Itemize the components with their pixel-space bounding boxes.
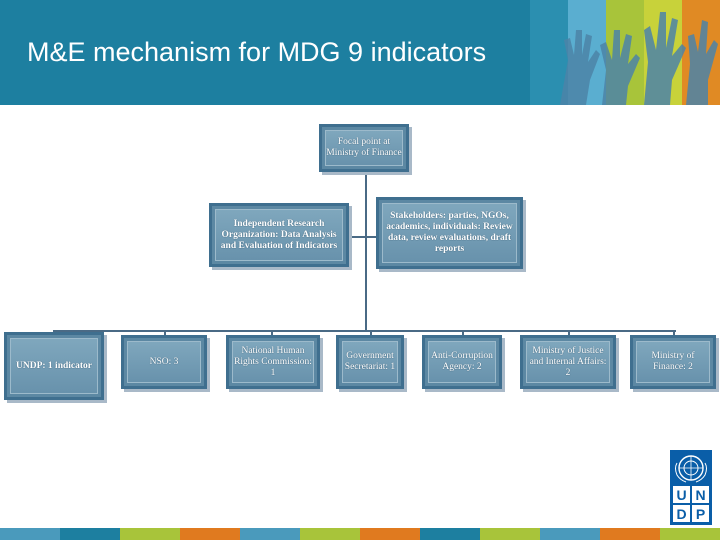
- connector-drop-6: [568, 330, 570, 335]
- node-nso: NSO: 3: [121, 335, 207, 389]
- raised-hands-image: [560, 12, 718, 105]
- node-label: Focal point at Ministry of Finance: [326, 137, 402, 158]
- node-stakeholders: Stakeholders: parties, NGOs, academics, …: [376, 197, 523, 269]
- logo-letter: N: [692, 486, 709, 503]
- node-label: Ministry of Justice and Internal Affairs…: [529, 345, 607, 378]
- connector-root-down: [365, 171, 367, 331]
- node-ministry-finance: Ministry of Finance: 2: [630, 335, 716, 389]
- connector-middle-right: [367, 236, 377, 238]
- node-label: NSO: 3: [149, 356, 179, 367]
- node-label: Government Secretariat: 1: [344, 351, 396, 372]
- node-label: UNDP: 1 indicator: [16, 360, 92, 371]
- footer-stripe: [0, 528, 60, 540]
- slide-title: M&E mechanism for MDG 9 indicators: [27, 37, 487, 67]
- node-label: Ministry of Finance: 2: [651, 351, 695, 372]
- node-label: Independent Research Organization: Data …: [220, 218, 338, 251]
- connector-horizontal-bus: [53, 330, 676, 332]
- node-focal-point: Focal point at Ministry of Finance: [319, 124, 409, 172]
- connector-drop-4: [370, 330, 372, 335]
- node-label: Anti-Corruption Agency: 2: [431, 351, 493, 372]
- footer-stripe: [300, 528, 360, 540]
- undp-logo: U N D P: [670, 450, 712, 525]
- footer-stripe: [360, 528, 420, 540]
- connector-drop-5: [462, 330, 464, 335]
- undp-letter-grid: U N D P: [673, 486, 709, 522]
- connector-drop-2: [164, 330, 166, 335]
- node-anti-corruption: Anti-Corruption Agency: 2: [422, 335, 502, 389]
- connector-middle-left: [347, 236, 365, 238]
- connector-drop-7: [673, 330, 675, 335]
- logo-letter: D: [673, 505, 690, 522]
- un-emblem-icon: [675, 455, 707, 483]
- node-ministry-justice: Ministry of Justice and Internal Affairs…: [520, 335, 616, 389]
- footer-stripe: [660, 528, 720, 540]
- footer-stripe: [480, 528, 540, 540]
- node-independent-research: Independent Research Organization: Data …: [209, 203, 349, 267]
- logo-letter: U: [673, 486, 690, 503]
- node-national-human-rights: National Human Rights Commission: 1: [226, 335, 320, 389]
- logo-letter: P: [692, 505, 709, 522]
- slide-header: M&E mechanism for MDG 9 indicators: [0, 0, 720, 105]
- node-government-secretariat: Government Secretariat: 1: [336, 335, 404, 389]
- node-undp: UNDP: 1 indicator: [4, 332, 104, 400]
- footer-stripe: [420, 528, 480, 540]
- connector-drop-3: [271, 330, 273, 335]
- node-label: National Human Rights Commission: 1: [234, 345, 312, 378]
- footer-stripe: [120, 528, 180, 540]
- footer-stripe: [240, 528, 300, 540]
- footer-stripe: [600, 528, 660, 540]
- footer-stripe: [180, 528, 240, 540]
- node-label: Stakeholders: parties, NGOs, academics, …: [386, 211, 513, 254]
- footer-stripe: [60, 528, 120, 540]
- footer-stripes: [0, 528, 720, 540]
- footer-stripe: [540, 528, 600, 540]
